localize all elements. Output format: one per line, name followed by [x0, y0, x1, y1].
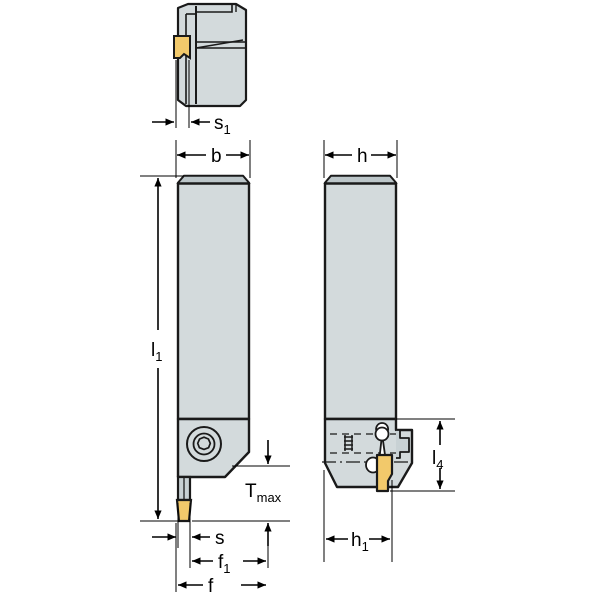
side-view-clamp-pin-head [374, 426, 390, 442]
side-view-step-detail [396, 429, 410, 459]
dim-label-f1: f1 [218, 552, 231, 576]
side-view-shank [323, 174, 398, 421]
torx-screw-icon [196, 436, 212, 451]
side-view [322, 140, 455, 562]
top-view-face-line-b [195, 39, 244, 49]
top-end-view [152, 2, 248, 128]
threaded-hole-icon [344, 435, 353, 451]
dim-label-h: h [357, 146, 368, 167]
dim-label-s1: s1 [214, 113, 231, 137]
side-view-top-chamfer [323, 175, 398, 184]
front-view-shank [176, 174, 251, 421]
dim-label-s: s [215, 528, 225, 549]
top-view-top-ledge [196, 4, 233, 13]
front-view-top-chamfer [176, 175, 251, 184]
dim-label-h1: h1 [351, 530, 369, 554]
side-view-cutting-insert [375, 453, 394, 493]
front-view-cutting-insert [175, 498, 193, 523]
dim-label-f: f [208, 576, 214, 597]
top-view-cutting-insert [173, 35, 191, 60]
dim-label-l4: l4 [432, 448, 443, 472]
front-view [140, 140, 290, 592]
dim-label-tmax: Tmax [245, 481, 282, 505]
dim-label-l1: l1 [151, 340, 162, 364]
dim-label-b: b [211, 146, 222, 167]
